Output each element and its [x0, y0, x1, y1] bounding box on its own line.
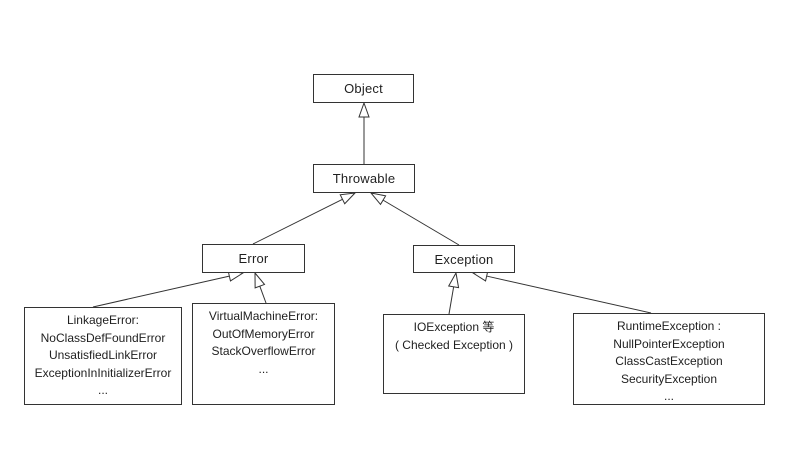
edge-error-throwable: [252, 192, 357, 245]
runtime-line-3: ClassCastException: [615, 354, 723, 368]
linkage-line-5: ...: [97, 383, 108, 397]
io-line-2: ( Checked Exception ): [394, 337, 514, 352]
edge-throwable-object: [358, 101, 370, 164]
class-box-throwable: Throwable: [313, 164, 415, 193]
edge-linkageerror-error: [92, 270, 245, 308]
runtime-line-2: NullPointerException: [613, 336, 725, 351]
runtime-line-4: SecurityException: [620, 371, 718, 386]
vm-line-4: ...: [258, 361, 269, 376]
class-box-linkage-error-group: LinkageError: NoClassDefFoundError Unsat…: [24, 307, 182, 405]
linkage-line-1: LinkageError:: [66, 313, 140, 327]
class-label-error: Error: [238, 251, 269, 266]
class-box-exception: Exception: [413, 245, 515, 273]
edge-ioexception-exception: [447, 271, 460, 315]
class-label-exception: Exception: [434, 251, 494, 267]
edge-vmerror-error: [254, 271, 267, 304]
runtime-line-5: ...: [663, 389, 674, 403]
class-box-error: Error: [202, 244, 305, 273]
class-label-throwable: Throwable: [332, 171, 396, 186]
runtime-line-1: RuntimeException :: [616, 319, 722, 333]
linkage-line-3: UnsatisfiedLinkError: [48, 348, 158, 362]
edge-runtimeexception-exception: [471, 270, 652, 314]
class-box-runtime-exception-group: RuntimeException : NullPointerException …: [573, 313, 765, 405]
class-box-io-exception-group: IOException 等 ( Checked Exception ): [383, 314, 525, 394]
linkage-line-4: ExceptionInInitializerError: [34, 365, 172, 380]
class-box-object: Object: [313, 74, 414, 103]
class-label-object: Object: [344, 81, 383, 96]
class-box-virtual-machine-error-group: VirtualMachineError: OutOfMemoryError St…: [192, 303, 335, 405]
vm-line-3: StackOverflowError: [211, 344, 316, 358]
io-line-1: IOException 等: [413, 320, 495, 334]
linkage-line-2: NoClassDefFoundError: [40, 330, 166, 345]
edge-exception-throwable: [369, 192, 460, 246]
vm-line-1: VirtualMachineError:: [208, 309, 319, 323]
vm-line-2: OutOfMemoryError: [212, 326, 315, 341]
